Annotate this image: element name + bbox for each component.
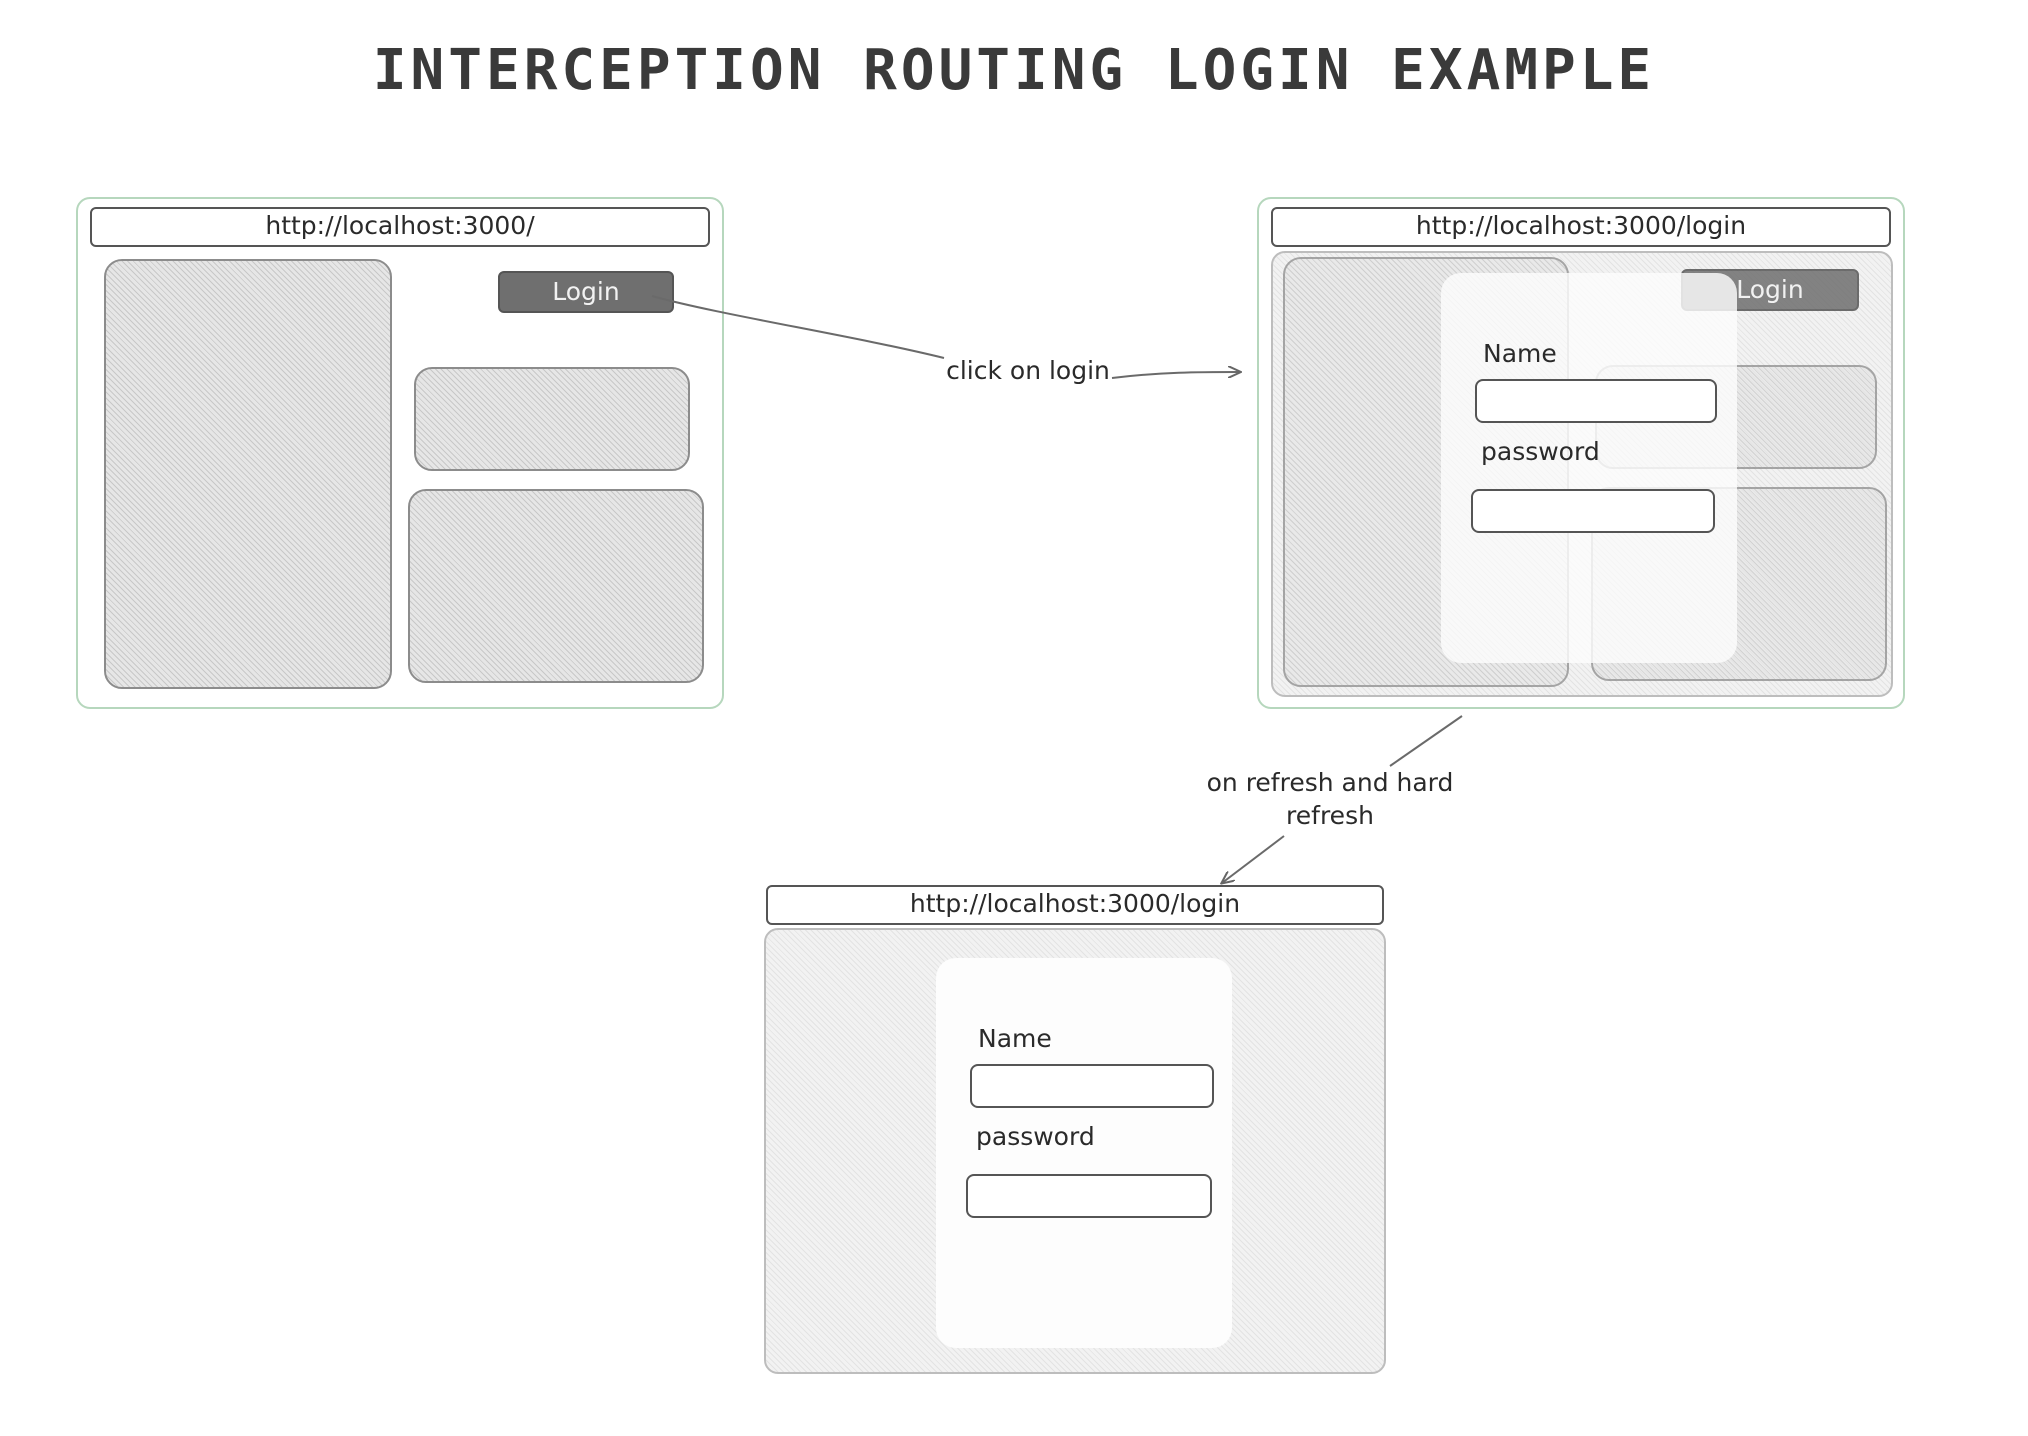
refresh-arrow-segment-2 (1222, 835, 1285, 883)
intercepted-name-input[interactable] (1475, 379, 1717, 423)
full-page-login-form: Name password (936, 958, 1232, 1348)
full-page-background: Name password (764, 928, 1386, 1374)
intercepted-url-bar[interactable]: http://localhost:3000/login (1271, 207, 1891, 247)
refresh-label-line-1: on refresh and hard (1206, 768, 1454, 797)
home-card-top (414, 367, 690, 471)
intercepted-browser-frame: http://localhost:3000/login Login Name p… (1257, 197, 1905, 709)
home-main-panel (104, 259, 392, 689)
home-browser-frame: http://localhost:3000/ Login (76, 197, 724, 709)
full-page-password-input[interactable] (966, 1174, 1212, 1218)
intercepted-password-label: password (1481, 437, 1600, 466)
refresh-arrow-segment-1 (1389, 715, 1463, 767)
intercepted-password-input[interactable] (1471, 489, 1715, 533)
full-page-name-input[interactable] (970, 1064, 1214, 1108)
full-page-password-label: password (976, 1122, 1095, 1151)
click-on-login-label: click on login (946, 356, 1110, 385)
full-page-url-bar[interactable]: http://localhost:3000/login (766, 885, 1384, 925)
diagram-title: INTERCEPTION ROUTING LOGIN EXAMPLE (372, 38, 1656, 103)
home-card-bottom (408, 489, 704, 683)
full-page-name-label: Name (978, 1024, 1052, 1053)
login-button[interactable]: Login (498, 271, 674, 313)
home-url-bar[interactable]: http://localhost:3000/ (90, 207, 710, 247)
click-arrow-segment-1 (651, 295, 945, 359)
refresh-label-line-2: refresh (1286, 801, 1374, 830)
intercepted-login-modal: Name password (1441, 273, 1737, 663)
click-arrow-segment-2 (1111, 372, 1240, 379)
intercepted-name-label: Name (1483, 339, 1557, 368)
